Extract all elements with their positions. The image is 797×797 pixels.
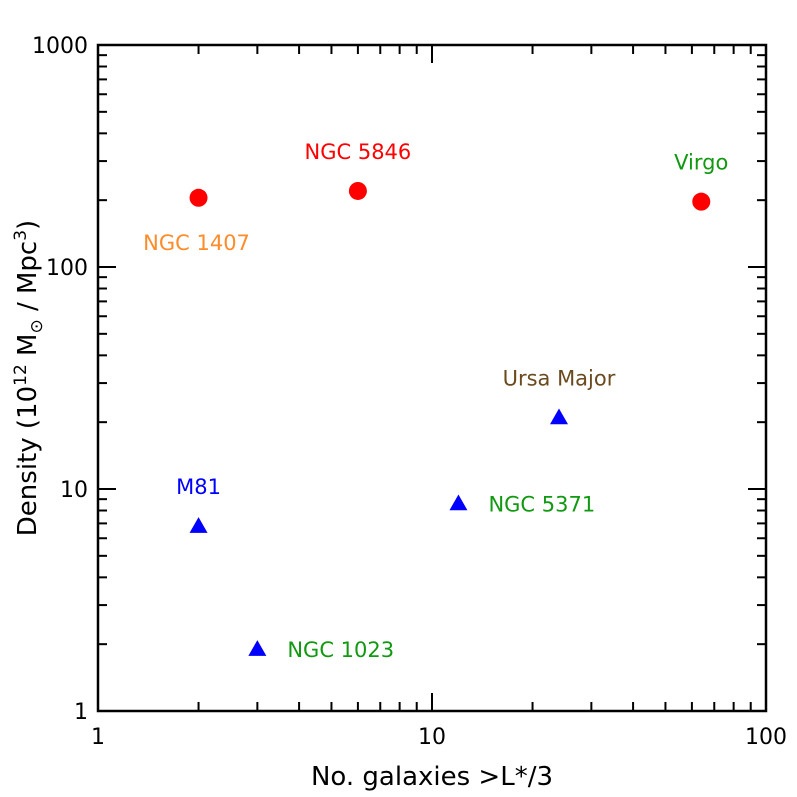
x-tick-label: 10: [418, 725, 446, 750]
data-point-circle: [692, 192, 711, 211]
y-axis-label: Density (1012 M⊙ / Mpc3): [11, 220, 47, 536]
x-axis-label: No. galaxies >L*/3: [311, 762, 553, 792]
plot-frame: [96, 43, 768, 713]
point-label: NGC 5371: [488, 493, 595, 517]
data-point-circle: [189, 188, 208, 207]
x-tick-label: 1: [91, 725, 105, 750]
tick-labels: 1 10 100 1 10 100 1000: [32, 34, 787, 750]
point-label: Ursa Major: [503, 366, 616, 390]
y-tick-label: 100: [46, 256, 88, 281]
data-point-triangle: [248, 640, 267, 656]
point-label: NGC 1407: [143, 231, 250, 255]
point-label: M81: [176, 475, 221, 499]
point-label: NGC 1023: [287, 638, 394, 662]
axis-ticks: [97, 45, 767, 712]
x-tick-label: 100: [745, 725, 787, 750]
y-tick-label: 10: [60, 478, 88, 503]
y-tick-label: 1000: [32, 34, 88, 59]
data-point-triangle: [189, 517, 208, 533]
point-label: NGC 5846: [305, 140, 412, 164]
data-point-triangle: [549, 408, 568, 425]
y-tick-label: 1: [74, 700, 88, 725]
data-point-triangle: [449, 494, 468, 511]
data-points: [189, 181, 711, 656]
point-label: Virgo: [674, 151, 728, 175]
data-point-circle: [348, 181, 367, 200]
